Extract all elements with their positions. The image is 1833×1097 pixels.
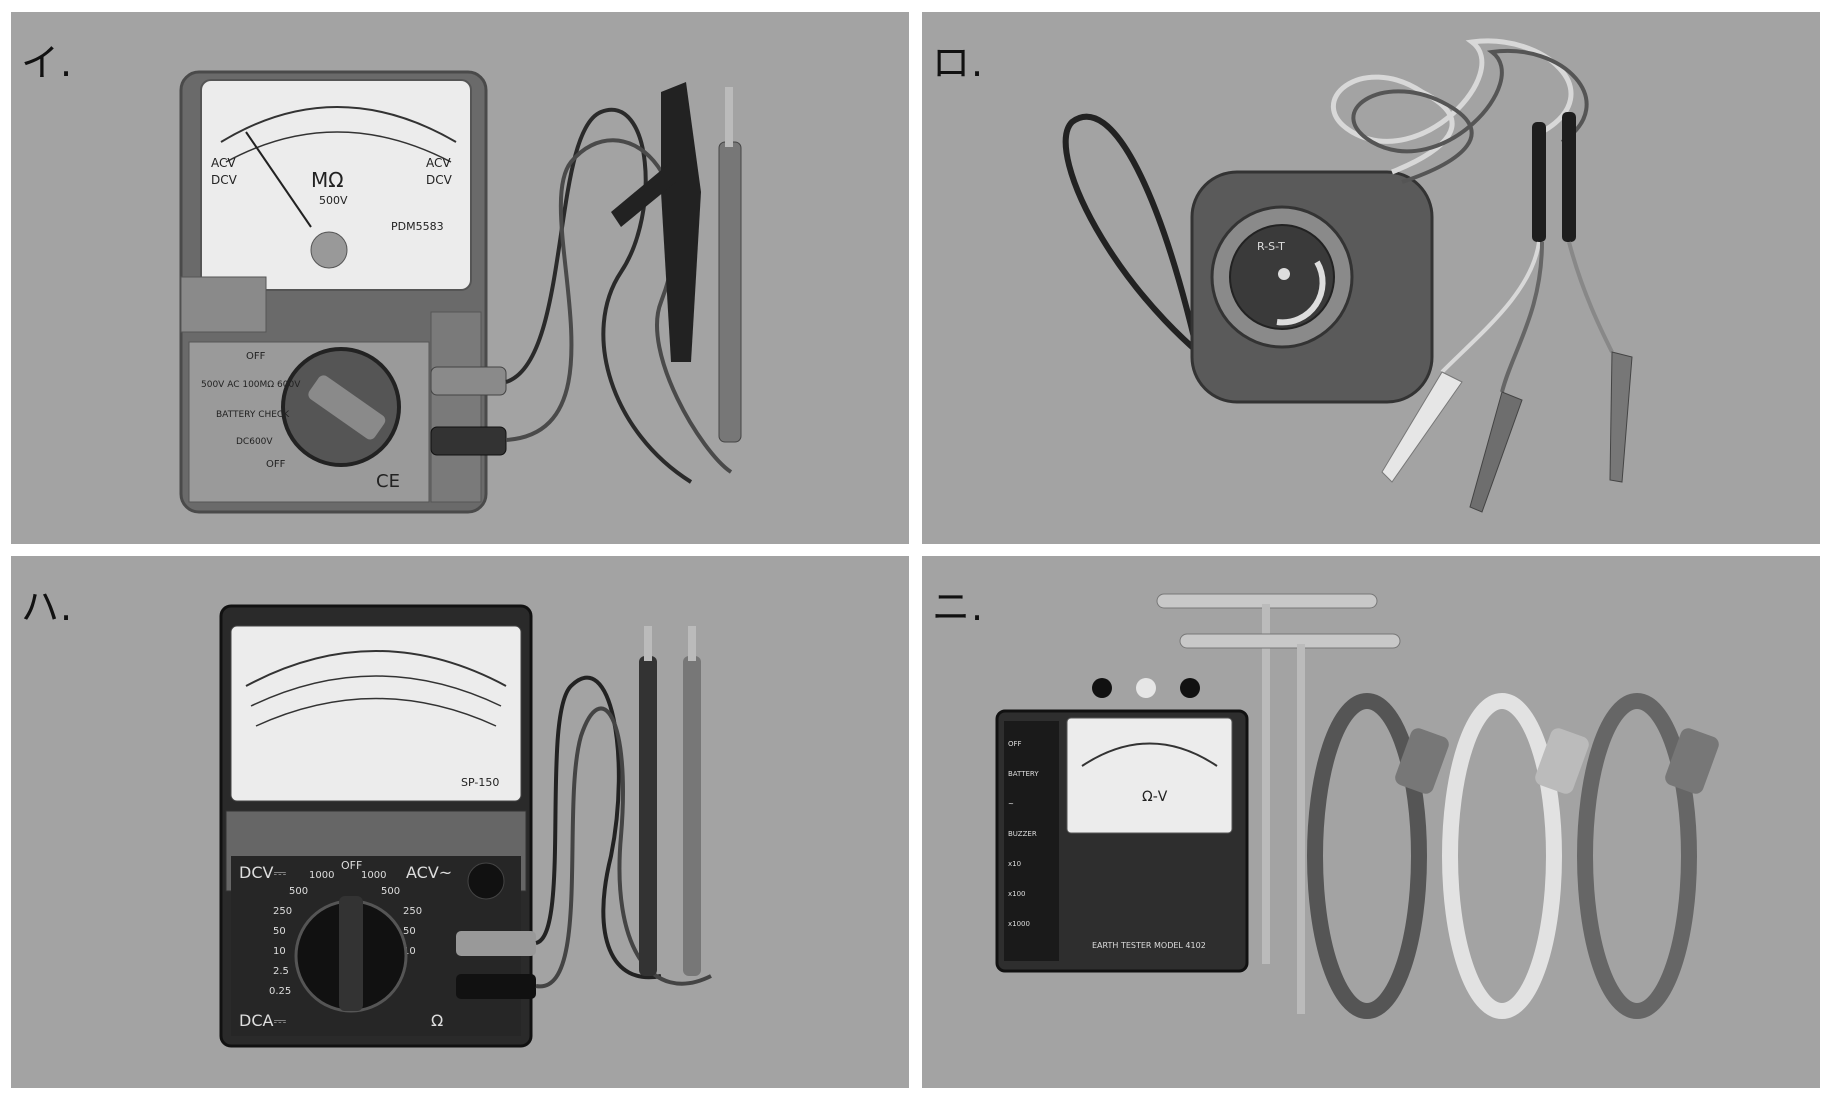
dial-rst-label: R-S-T: [1257, 240, 1285, 253]
mode-battery-check: BATTERY CHECK: [216, 410, 290, 420]
mode-off-top: OFF: [246, 351, 266, 362]
tester-btn-x1000: x1000: [1008, 920, 1030, 928]
dcv-label: DCV⎓: [239, 863, 286, 882]
meter-model-sp150: SP-150: [461, 776, 499, 789]
meter-mark-dcv-right: DCV: [426, 173, 453, 187]
scale-left-2: 50: [273, 926, 286, 937]
panel-label-ni: ニ.: [932, 585, 985, 629]
panel-label-ha: ハ.: [21, 585, 74, 629]
photo-panel-ha: SP-150 DCV⎓ ACV~ DCA⎓ Ω OFF 500 1000 100…: [11, 556, 909, 1088]
tester-btn-battery: BATTERY: [1008, 770, 1039, 778]
scale-top-3: 1000: [361, 870, 386, 881]
scale-right-3: 10: [403, 946, 416, 957]
meter-voltage: 500V: [319, 194, 348, 207]
scale-left-1: 250: [273, 906, 292, 917]
scale-left-5: 0.25: [269, 986, 291, 997]
panel-label-i: イ.: [21, 41, 74, 85]
scale-top-1: 500: [289, 886, 308, 897]
tester-name: EARTH TESTER MODEL 4102: [1092, 941, 1206, 950]
photo-panel-ro: R-S-T ロ.: [922, 12, 1820, 544]
meter-model: PDM5583: [391, 220, 444, 233]
meter-mark-acv-right: ACV: [426, 156, 451, 170]
photo-panel-i: ACV DCV ACV DCV MΩ 500V PDM5583 OFF 500V…: [11, 12, 909, 544]
phase-checker-photo: R-S-T: [1062, 38, 1633, 513]
scale-left-3: 10: [273, 946, 286, 957]
tester-btn-buzzer: BUZZER: [1008, 830, 1037, 838]
photo-panel-ni: Ω-V OFF BATTERY ~ BUZZER x10 x100 x1000 …: [922, 556, 1820, 1088]
tester-btn-x100: x100: [1008, 890, 1026, 898]
tester-btn-off: OFF: [1008, 740, 1022, 748]
meter-mark-dcv-left: DCV: [211, 173, 238, 187]
earth-tester-photo: Ω-V OFF BATTERY ~ BUZZER x10 x100 x1000 …: [995, 593, 1719, 1019]
scale-left-4: 2.5: [273, 966, 289, 977]
acv-label: ACV~: [406, 863, 452, 882]
mode-dc600v: DC600V: [236, 437, 273, 447]
multimeter-photo: SP-150 DCV⎓ ACV~ DCA⎓ Ω OFF 500 1000 100…: [219, 604, 712, 1048]
dca-label: DCA⎓: [239, 1011, 286, 1030]
scale-right-1: 250: [403, 906, 422, 917]
panel-label-ro: ロ.: [932, 41, 985, 85]
tester-btn-x10: x10: [1008, 860, 1021, 868]
meter-unit: MΩ: [311, 168, 344, 192]
scale-top-2: 1000: [309, 870, 334, 881]
scale-top-4: 500: [381, 886, 400, 897]
ce-badge: CE: [376, 471, 400, 492]
scale-right-2: 50: [403, 926, 416, 937]
mode-500v: 500V AC 100MΩ 600V: [201, 380, 301, 390]
ohm-label: Ω: [431, 1011, 443, 1030]
meter-mark-acv-left: ACV: [211, 156, 236, 170]
scale-label: Ω-V: [1142, 789, 1168, 805]
insulation-tester-photo: ACV DCV ACV DCV MΩ 500V PDM5583 OFF 500V…: [179, 70, 742, 514]
dial-off-label: OFF: [341, 859, 362, 872]
mode-off-bottom: OFF: [266, 459, 286, 470]
tester-btn-ac: ~: [1008, 800, 1014, 808]
